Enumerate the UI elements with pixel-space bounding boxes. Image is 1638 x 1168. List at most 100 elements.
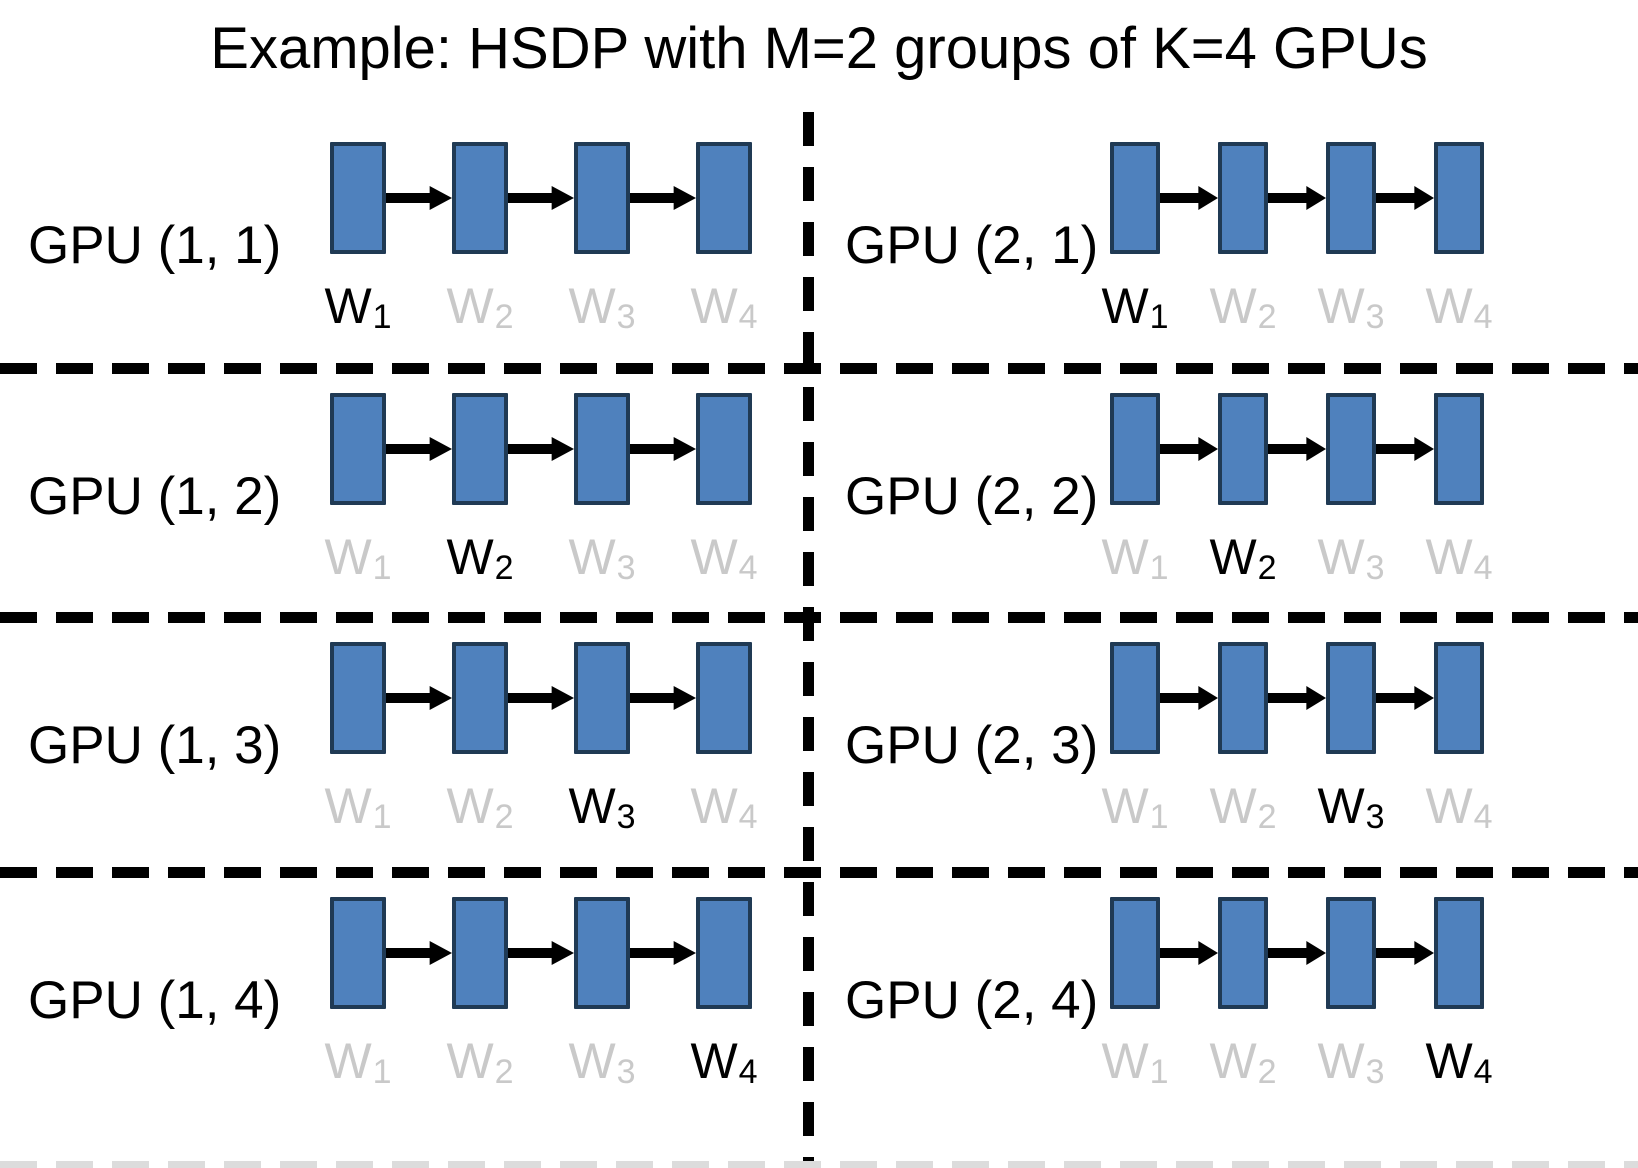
weight-label-subscript: 3 — [616, 298, 636, 337]
weight-block — [452, 393, 508, 505]
weight-label: W3 — [568, 529, 636, 588]
bottom-edge-divider — [0, 1161, 1638, 1168]
weight-label: W1 — [324, 780, 391, 835]
arrow-right-icon — [1160, 186, 1218, 210]
weight-label-subscript: 2 — [494, 798, 514, 837]
weight-label-subscript: 3 — [1365, 549, 1385, 588]
weight-label-subscript: 1 — [1149, 798, 1169, 837]
weight-block — [1218, 393, 1268, 505]
weight-label-base: W — [324, 1033, 372, 1089]
arrow-right-icon — [630, 686, 696, 710]
column-divider — [803, 112, 814, 1168]
weight-label-base: W — [1209, 529, 1257, 585]
weight-label-base: W — [690, 278, 738, 334]
weight-label-base: W — [1209, 278, 1257, 334]
weight-block — [1434, 897, 1484, 1009]
weight-label-subscript: 3 — [616, 549, 636, 588]
weight-label: W3 — [1317, 531, 1385, 588]
weight-label-base: W — [446, 778, 494, 834]
weight-label-subscript: 1 — [372, 1053, 392, 1092]
gpu-label: GPU (2, 3) — [845, 716, 1099, 775]
weight-label-base: W — [568, 278, 616, 334]
arrow-right-icon — [630, 186, 696, 210]
weight-block — [1218, 642, 1268, 754]
weight-label-base: W — [324, 278, 372, 334]
weight-block — [1326, 897, 1376, 1009]
weight-label: W4 — [1425, 1035, 1493, 1092]
weight-label-subscript: 4 — [738, 798, 758, 837]
weight-block — [330, 897, 386, 1009]
weight-label-subscript: 1 — [372, 298, 392, 337]
arrow-right-icon — [1160, 941, 1218, 965]
weight-block — [574, 393, 630, 505]
weight-label: W2 — [1209, 529, 1276, 586]
weight-label-subscript: 2 — [1257, 798, 1277, 837]
arrow-right-icon — [386, 941, 452, 965]
weight-label: W1 — [324, 1033, 392, 1092]
weight-label: W4 — [1425, 531, 1492, 586]
row-divider — [0, 867, 1638, 878]
weight-label-subscript: 1 — [1149, 549, 1169, 588]
weight-block — [1434, 393, 1484, 505]
arrow-right-icon — [508, 186, 574, 210]
weight-label-base: W — [1317, 1033, 1365, 1089]
arrow-right-icon — [508, 941, 574, 965]
arrow-right-icon — [630, 941, 696, 965]
gpu-label: GPU (2, 4) — [845, 971, 1099, 1030]
gpu-label: GPU (1, 1) — [28, 216, 282, 275]
weight-label-base: W — [1101, 529, 1149, 585]
weight-label-subscript: 3 — [1365, 1053, 1385, 1092]
arrow-right-icon — [508, 686, 574, 710]
weight-block — [696, 897, 752, 1009]
weight-label-subscript: 4 — [738, 549, 758, 588]
weight-label-base: W — [690, 529, 738, 585]
arrow-right-icon — [386, 686, 452, 710]
arrow-right-icon — [1268, 941, 1326, 965]
weight-block — [1326, 142, 1376, 254]
arrow-right-icon — [1268, 186, 1326, 210]
weight-label-base: W — [568, 1033, 616, 1089]
weight-label: W1 — [324, 278, 392, 337]
weight-block — [1434, 642, 1484, 754]
weight-label: W1 — [1101, 780, 1169, 837]
weight-label: W1 — [1101, 280, 1168, 335]
weight-label-subscript: 4 — [1473, 798, 1493, 837]
weight-block — [330, 393, 386, 505]
weight-label: W4 — [690, 278, 757, 335]
weight-label-subscript: 4 — [1473, 1053, 1493, 1092]
weight-label: W4 — [690, 780, 758, 837]
weight-block — [574, 642, 630, 754]
weight-label-base: W — [1101, 1033, 1149, 1089]
weight-block — [330, 642, 386, 754]
weight-label-base: W — [568, 529, 616, 585]
arrow-right-icon — [1376, 186, 1434, 210]
weight-label-base: W — [568, 778, 616, 834]
weight-label-subscript: 3 — [616, 798, 636, 837]
weight-label: W2 — [446, 1035, 513, 1090]
weight-label-subscript: 2 — [1257, 298, 1277, 337]
weight-block — [1110, 142, 1160, 254]
weight-label: W3 — [1317, 280, 1384, 335]
weight-label: W2 — [1209, 780, 1277, 837]
gpu-label: GPU (1, 2) — [28, 467, 282, 526]
weight-label-subscript: 1 — [372, 549, 392, 588]
weight-label-subscript: 4 — [738, 1053, 758, 1092]
weight-block — [1110, 393, 1160, 505]
weight-block — [1326, 642, 1376, 754]
weight-label-subscript: 3 — [1365, 798, 1385, 837]
arrow-right-icon — [1268, 686, 1326, 710]
weight-block — [574, 142, 630, 254]
weight-label: W4 — [690, 1035, 758, 1092]
arrow-right-icon — [1376, 686, 1434, 710]
